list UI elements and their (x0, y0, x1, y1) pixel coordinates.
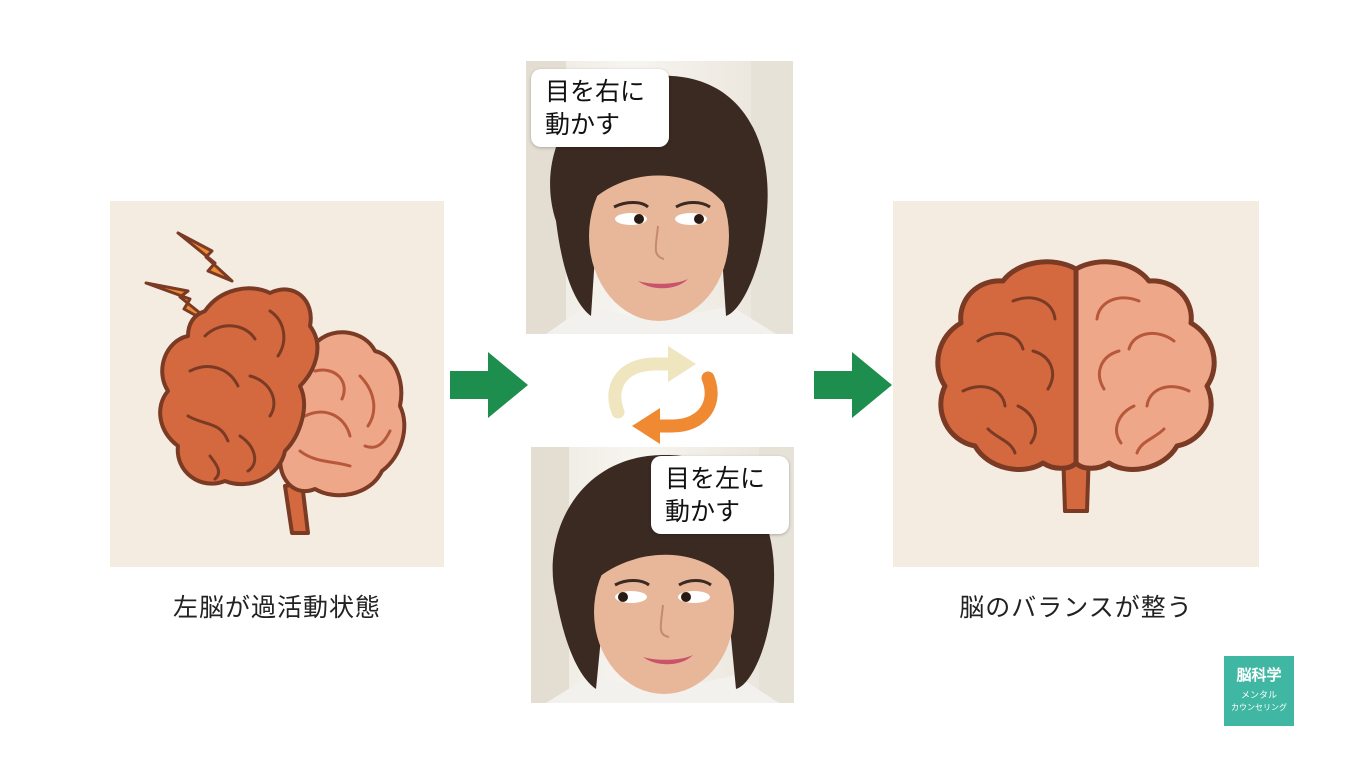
logo-line2: メンタル (1240, 691, 1277, 701)
logo-line3: カウンセリング (1231, 703, 1287, 712)
logo-line1: 脳科学 (1236, 666, 1282, 684)
balanced-brain-panel (893, 201, 1259, 567)
bubble-bottom-line2: 動かす (665, 497, 741, 526)
cycle-arrows-icon (608, 346, 718, 444)
bubble-top-line1: 目を右に (545, 77, 646, 106)
brain-icon (935, 259, 1217, 513)
eyes-right-bubble: 目を右に 動かす (531, 69, 669, 147)
arrow-right-icon (814, 352, 892, 418)
overactive-brain-illustration (144, 231, 407, 535)
overactive-brain-panel (110, 201, 444, 567)
left-caption: 左脳が過活動状態 (172, 593, 381, 622)
bubble-top-line2: 動かす (545, 110, 621, 139)
arrow-right-icon (450, 352, 528, 418)
right-caption: 脳のバランスが整う (959, 593, 1193, 622)
bubble-bottom-line1: 目を左に (665, 464, 766, 493)
eyes-left-bubble: 目を左に 動かす (651, 456, 789, 534)
brand-logo: 脳科学 メンタル カウンセリング (1224, 656, 1294, 726)
